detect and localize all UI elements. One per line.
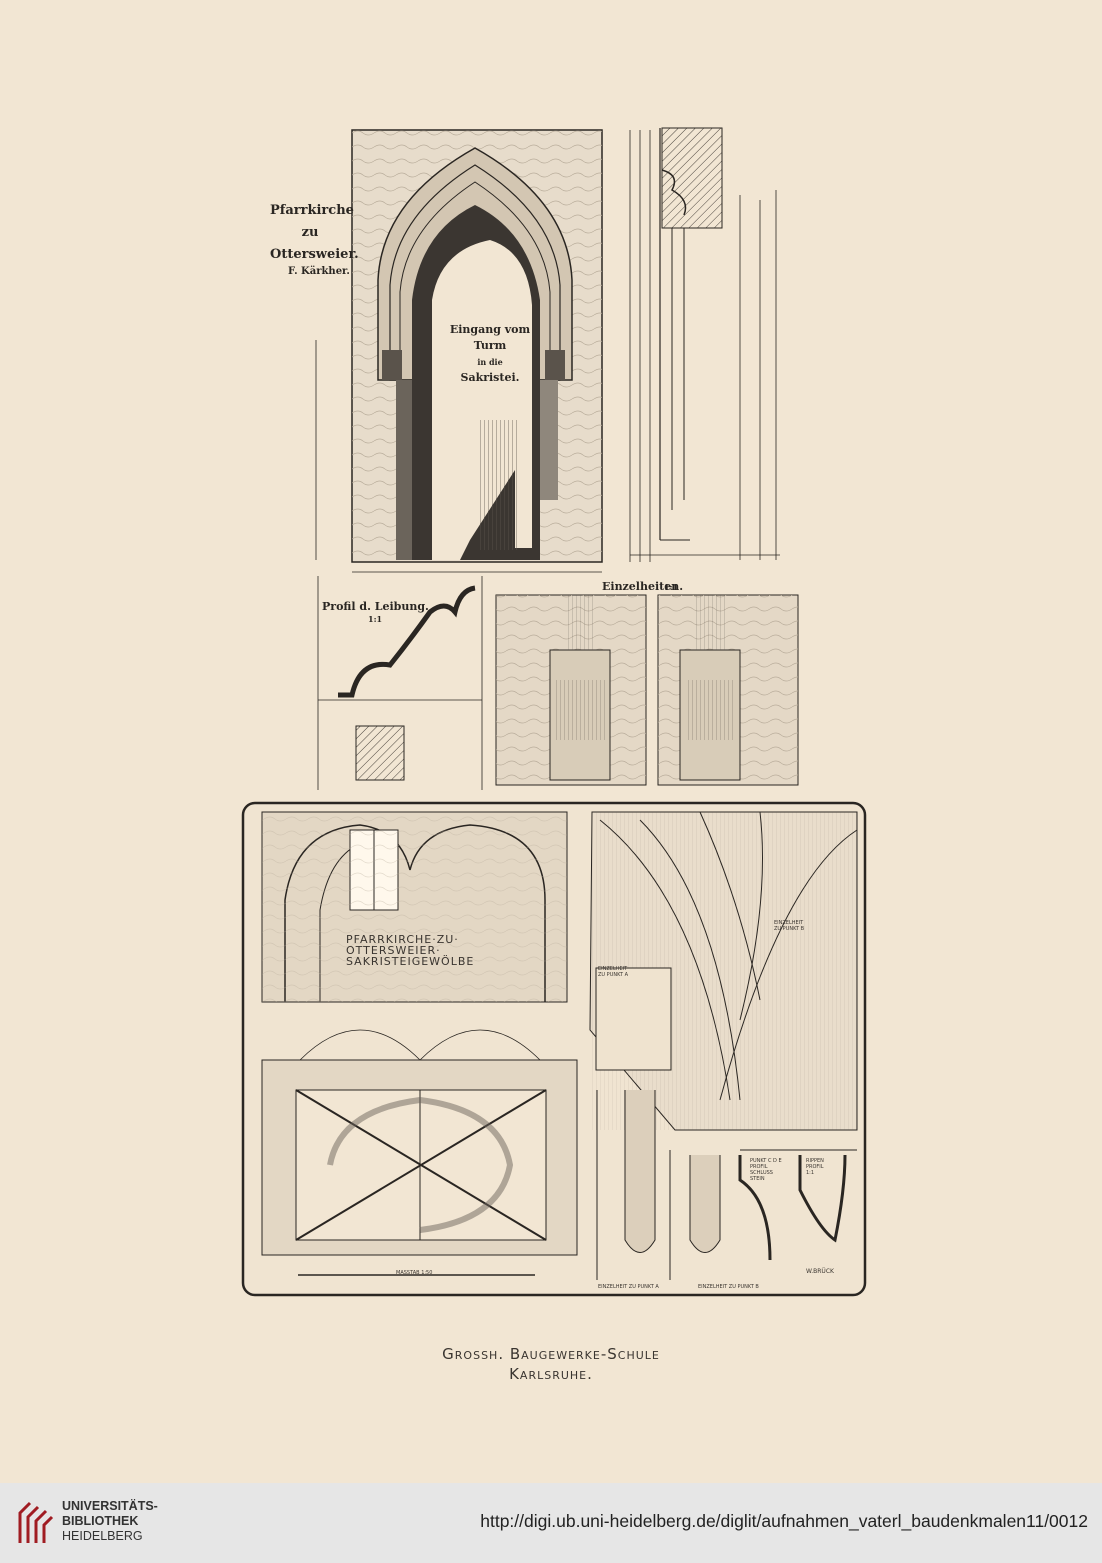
profile-caption: Profil d. Leibung.	[322, 600, 429, 613]
door-caption-line-2: in die	[477, 357, 503, 367]
profile-note-1-line-4: STEIN	[750, 1176, 765, 1182]
university-library-logo-icon	[18, 1501, 54, 1543]
door-caption-line-3: Sakristei.	[460, 371, 520, 384]
detail-note-b-line-1: EINZELHEIT	[774, 920, 804, 926]
details-caption: Einzelheiten.	[602, 580, 684, 593]
detail-note-a: EINZELHEIT ZU PUNKT A	[598, 966, 628, 978]
author: F. Kärkher.	[288, 266, 350, 277]
city-name: Karlsruhe.	[509, 1365, 593, 1383]
vault-sheet	[241, 801, 867, 1297]
profile-note-2-line-2: PROFIL	[806, 1164, 824, 1170]
scale-label: MASSTAB 1:50	[396, 1270, 433, 1276]
architectural-drawing	[241, 127, 867, 1297]
door-caption-line-1: Eingang vom Turm	[449, 323, 531, 352]
detail-label-2: EINZELHEIT ZU PUNKT B	[698, 1284, 759, 1290]
library-footer: UNIVERSITÄTS- BIBLIOTHEK HEIDELBERG http…	[0, 1483, 1102, 1563]
profile-note-2: RIPPEN PROFIL 1:1	[806, 1158, 824, 1176]
profile-scale: 1:1	[368, 614, 383, 624]
library-name: UNIVERSITÄTS- BIBLIOTHEK HEIDELBERG	[62, 1499, 158, 1544]
detail-note-a-line-1: EINZELHEIT	[598, 966, 628, 972]
profile-note-1-line-2: PROFIL	[750, 1164, 768, 1170]
library-name-line-1: UNIVERSITÄTS-	[62, 1499, 158, 1513]
detail-note-a-line-2: ZU PUNKT A	[598, 972, 629, 978]
vault-title-line-1: PFARRKIRCHE·ZU·	[346, 933, 459, 946]
profile-note-1: PUNKT C D E PROFIL SCHLUSS STEIN	[750, 1158, 782, 1182]
library-name-line-2: BIBLIOTHEK	[62, 1514, 139, 1528]
church-title: Pfarrkirche zu Ottersweier.	[270, 200, 359, 266]
profile-detail	[317, 576, 483, 790]
profile-note-1-line-1: PUNKT C D E	[750, 1158, 782, 1164]
door-caption: Eingang vom Turm in die Sakristei.	[440, 322, 540, 386]
vault-title-line-2: OTTERSWEIER·	[346, 944, 441, 957]
vault-title: PFARRKIRCHE·ZU· OTTERSWEIER· SAKRISTEIGE…	[346, 934, 474, 967]
profile-note-2-line-3: 1:1	[806, 1170, 815, 1176]
details-scale: 1:1	[664, 582, 679, 592]
detail-note-b: EINZELHEIT ZU PUNKT B	[774, 920, 804, 932]
door-section	[629, 127, 780, 562]
capital-details	[495, 594, 799, 786]
profile-note-2-line-1: RIPPEN	[806, 1158, 824, 1164]
signature: W.BRÜCK	[806, 1268, 834, 1275]
profile-note-1-line-3: SCHLUSS	[750, 1170, 773, 1176]
plate-page: Pfarrkirche zu Ottersweier. F. Kärkher. …	[241, 127, 867, 1383]
vault-title-line-3: SAKRISTEIGEWÖLBE	[346, 955, 475, 968]
door-elevation	[315, 129, 603, 573]
detail-note-b-line-2: ZU PUNKT B	[774, 926, 805, 932]
library-name-line-3: HEIDELBERG	[62, 1529, 143, 1543]
permalink-url[interactable]: http://digi.ub.uni-heidelberg.de/diglit/…	[480, 1511, 1088, 1531]
church-title-line-3: Ottersweier.	[270, 247, 359, 262]
detail-label-1: EINZELHEIT ZU PUNKT A	[598, 1284, 659, 1290]
school-name: Grossh. Baugewerke-Schule	[442, 1345, 660, 1363]
church-title-line-1: Pfarrkirche	[270, 203, 354, 218]
church-title-line-2: zu	[301, 225, 319, 240]
